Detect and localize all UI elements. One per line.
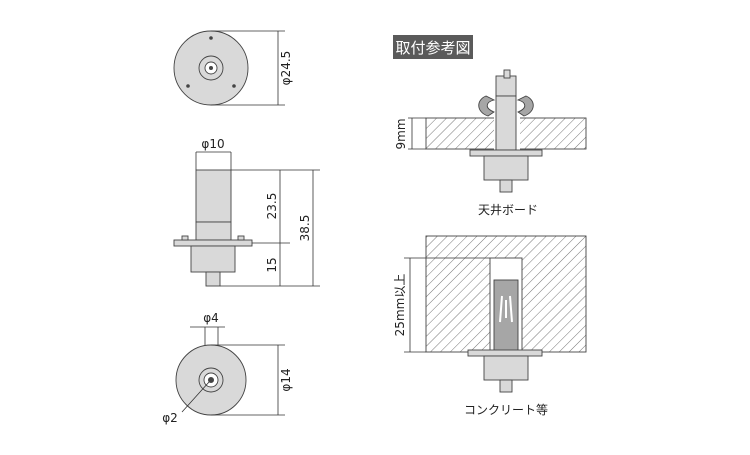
- screw-hole-top: [209, 36, 213, 40]
- board-thickness-label: 9mm: [394, 118, 408, 149]
- ceiling-flange: [469, 149, 543, 157]
- lower-length-label: 15: [265, 257, 279, 272]
- total-length-label: 38.5: [298, 215, 312, 242]
- ceiling-socket: [483, 155, 529, 181]
- ceiling-example: 9mm 天井ボード: [394, 69, 587, 217]
- ceiling-caption: 天井ボード: [478, 203, 538, 217]
- top-view: φ24.5: [173, 30, 293, 106]
- flange-diameter-label: φ24.5: [279, 51, 293, 86]
- bottom-view: φ4 φ14 φ2: [162, 311, 293, 425]
- side-view: φ10 23.5 15 38.5: [173, 137, 320, 287]
- concrete-caption: コンクリート等: [464, 403, 548, 417]
- socket-hole: [208, 377, 214, 383]
- anchor-wing-right: [516, 95, 534, 117]
- hole-leader-line: [181, 381, 210, 413]
- concrete-example: 25mm以上 コンクリート等: [393, 235, 587, 417]
- socket-body: [190, 245, 236, 273]
- socket-diameter-label: φ14: [279, 368, 293, 391]
- pin: [205, 271, 221, 287]
- lower-body: [195, 221, 232, 241]
- concrete-flange: [467, 349, 543, 357]
- upper-body: [195, 169, 232, 223]
- title-badge-text: 取付参考図: [395, 39, 470, 57]
- screw-hole-left: [186, 84, 190, 88]
- concrete-socket: [483, 355, 529, 381]
- upper-length-label: 23.5: [265, 193, 279, 220]
- embed-depth-label: 25mm以上: [393, 274, 407, 337]
- side-flange: [173, 239, 253, 247]
- center-hole: [209, 66, 213, 70]
- title-badge: [393, 35, 473, 59]
- hole-diameter-label: φ2: [162, 411, 178, 425]
- pin-diameter-label: φ4: [203, 311, 219, 325]
- body-diameter-label: φ10: [201, 137, 224, 151]
- screw-hole-right: [232, 84, 236, 88]
- install-reference: 取付参考図 9mm 天井ボード: [393, 35, 587, 417]
- anchor-tip: [495, 75, 517, 97]
- anchor-wing-left: [478, 95, 496, 117]
- anchor-shaft: [495, 95, 517, 151]
